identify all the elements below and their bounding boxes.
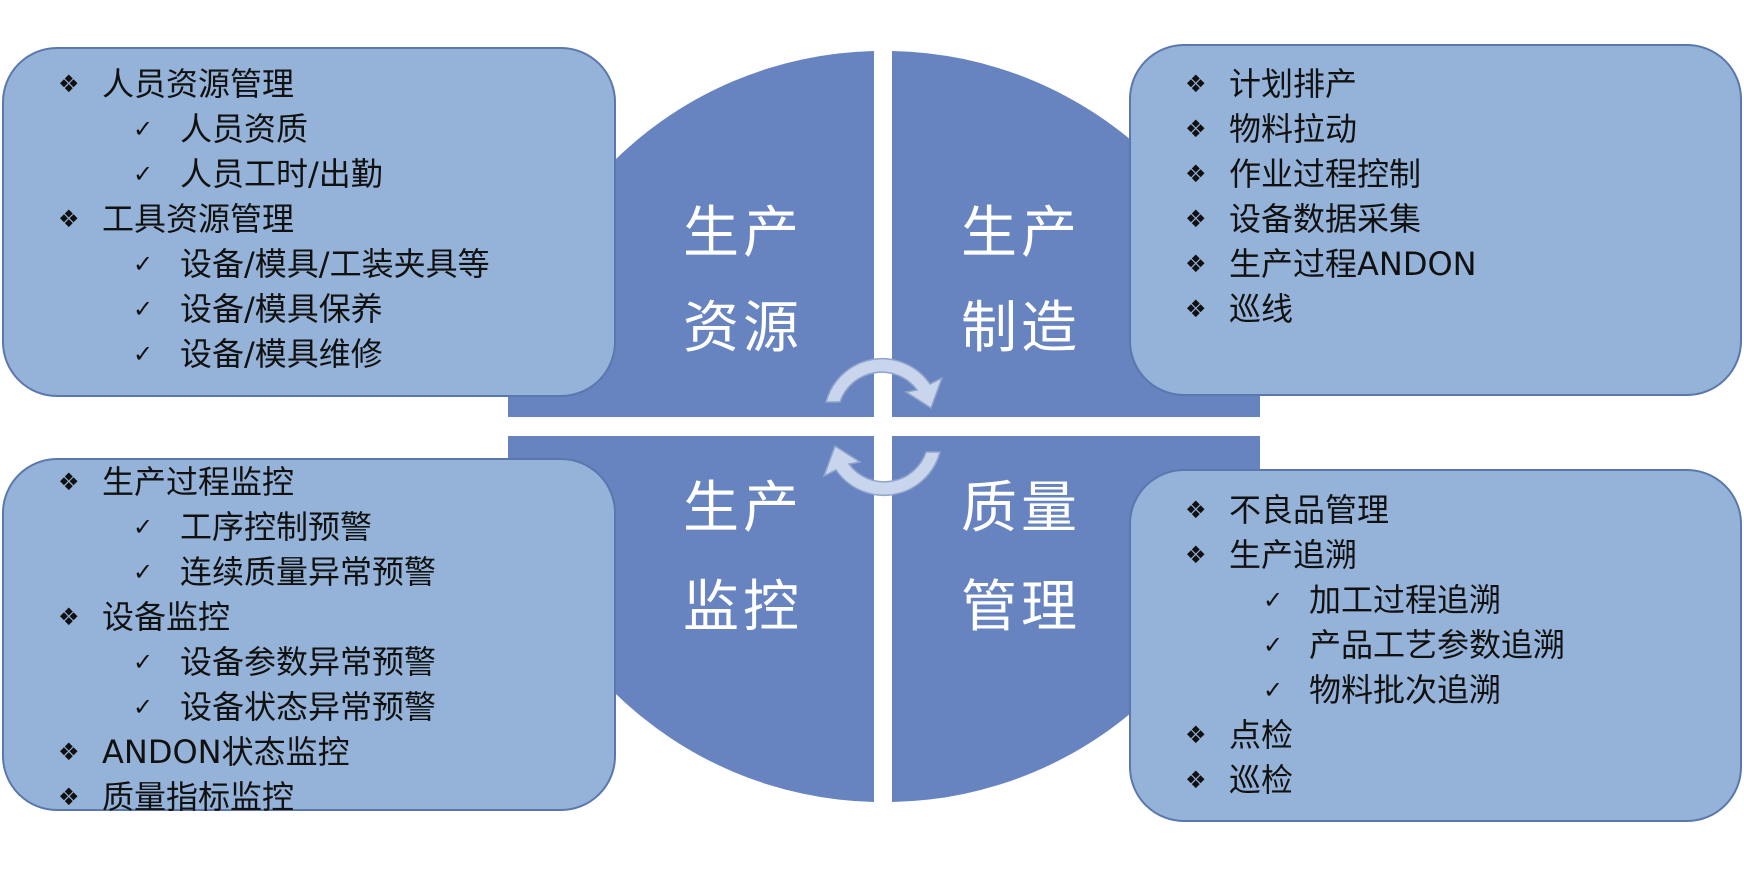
- list-item-text: 人员资质: [180, 110, 309, 148]
- list-item-text: 点检: [1229, 716, 1294, 754]
- list-item-text: 生产追溯: [1229, 536, 1358, 574]
- diamond-bullet-icon: ❖: [1185, 205, 1207, 233]
- diamond-bullet-icon: ❖: [58, 70, 80, 98]
- checkmark-icon: ✓: [133, 558, 154, 586]
- manufacturing-box: ❖ 计划排产 ❖ 物料拉动 ❖ 作业过程控制 ❖ 设备数据采集 ❖ 生产过程ANDON ❖ 巡线: [1129, 44, 1742, 396]
- list-item-text: 物料批次追溯: [1309, 671, 1502, 709]
- diamond-bullet-icon: ❖: [58, 738, 80, 766]
- label-line: 生产: [683, 201, 803, 266]
- diamond-bullet-icon: ❖: [58, 603, 80, 631]
- quadrant-monitoring-label: 生产监控: [673, 478, 813, 639]
- checkmark-icon: ✓: [133, 340, 154, 368]
- checkmark-icon: ✓: [1263, 586, 1284, 614]
- list-item-text: 设备/模具/工装夹具等: [180, 245, 490, 283]
- quality-box: ❖ 不良品管理 ❖ 生产追溯 ✓ 加工过程追溯 ✓ 产品工艺参数追溯 ✓ 物料批次追溯 ❖ 点检 ❖ 巡检: [1129, 469, 1742, 822]
- list-item-text: 巡检: [1229, 761, 1294, 799]
- list-item-text: 计划排产: [1229, 65, 1358, 103]
- diamond-bullet-icon: ❖: [1185, 721, 1207, 749]
- list-item-text: 设备/模具保养: [180, 290, 383, 328]
- monitoring-box: ❖ 生产过程监控 ✓ 工序控制预警 ✓ 连续质量异常预警 ❖ 设备监控 ✓ 设备参数异常预警 ✓ 设备…: [2, 458, 616, 816]
- checkmark-icon: ✓: [133, 115, 154, 143]
- label-line: 生产: [961, 201, 1081, 266]
- diamond-bullet-icon: ❖: [1185, 115, 1207, 143]
- list-item-text: 不良品管理: [1229, 491, 1390, 529]
- diamond-bullet-icon: ❖: [1185, 160, 1207, 188]
- quadrant-manufacturing-label: 生产制造: [951, 203, 1091, 360]
- diamond-bullet-icon: ❖: [1185, 250, 1207, 278]
- list-item-text: 工序控制预警: [180, 508, 373, 546]
- list-item-text: 物料拉动: [1229, 110, 1358, 148]
- list-item-text: 质量指标监控: [102, 778, 295, 816]
- list-item-text: 人员资源管理: [102, 65, 295, 103]
- quadrant-resources-label: 生产资源: [673, 203, 813, 360]
- diamond-bullet-icon: ❖: [1185, 70, 1207, 98]
- list-item-text: ANDON状态监控: [102, 733, 350, 771]
- checkmark-icon: ✓: [133, 160, 154, 188]
- list-item-text: 设备参数异常预警: [180, 643, 437, 681]
- checkmark-icon: ✓: [1263, 676, 1284, 704]
- checkmark-icon: ✓: [133, 295, 154, 323]
- cycle-arrows-icon: [822, 357, 944, 497]
- list-item-text: 工具资源管理: [102, 200, 295, 238]
- label-line: 质量: [961, 476, 1081, 541]
- list-item-text: 巡线: [1229, 290, 1294, 328]
- diamond-bullet-icon: ❖: [1185, 541, 1207, 569]
- list-item-text: 连续质量异常预警: [180, 553, 437, 591]
- quadrant-quality-label: 质量管理: [951, 478, 1091, 639]
- list-item-text: 加工过程追溯: [1309, 581, 1502, 619]
- list-item-text: 作业过程控制: [1229, 155, 1422, 193]
- diamond-bullet-icon: ❖: [58, 468, 80, 496]
- label-line: 资源: [683, 296, 803, 361]
- list-item-text: 生产过程监控: [102, 463, 295, 501]
- list-item-text: 设备监控: [102, 598, 231, 636]
- label-line: 监控: [683, 575, 803, 640]
- diamond-bullet-icon: ❖: [58, 783, 80, 811]
- label-line: 管理: [961, 575, 1081, 640]
- list-item-text: 生产过程ANDON: [1229, 245, 1477, 283]
- list-item-text: 设备/模具维修: [180, 335, 383, 373]
- list-item-text: 设备状态异常预警: [180, 688, 437, 726]
- checkmark-icon: ✓: [133, 693, 154, 721]
- checkmark-icon: ✓: [133, 250, 154, 278]
- checkmark-icon: ✓: [133, 648, 154, 676]
- diamond-bullet-icon: ❖: [1185, 295, 1207, 323]
- diamond-bullet-icon: ❖: [1185, 496, 1207, 524]
- checkmark-icon: ✓: [133, 513, 154, 541]
- label-line: 制造: [961, 296, 1081, 361]
- diamond-bullet-icon: ❖: [58, 205, 80, 233]
- list-item-text: 人员工时/出勤: [180, 155, 383, 193]
- list-item-text: 设备数据采集: [1229, 200, 1422, 238]
- resources-box: ❖ 人员资源管理 ✓ 人员资质 ✓ 人员工时/出勤 ❖ 工具资源管理 ✓ 设备/模具/工装夹具等 ✓…: [2, 47, 616, 397]
- list-item-text: 产品工艺参数追溯: [1309, 626, 1566, 664]
- diamond-bullet-icon: ❖: [1185, 766, 1207, 794]
- checkmark-icon: ✓: [1263, 631, 1284, 659]
- label-line: 生产: [683, 476, 803, 541]
